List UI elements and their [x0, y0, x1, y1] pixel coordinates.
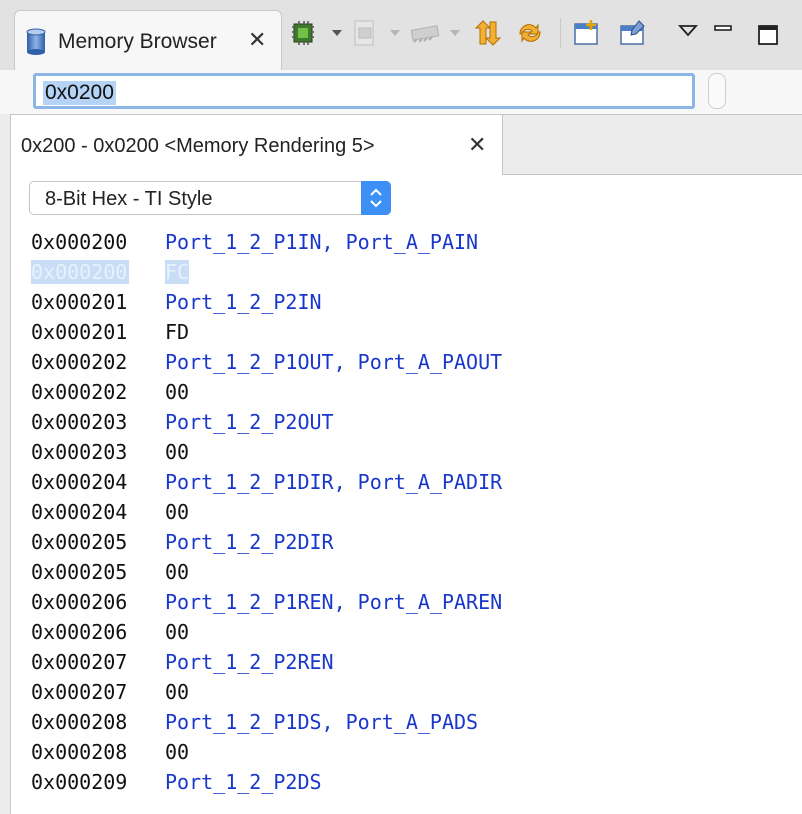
memory-browser-tab[interactable]: Memory Browser ✕: [14, 10, 282, 70]
memory-row-address: 0x000206: [31, 620, 128, 644]
fill-memory-icon: [408, 18, 440, 48]
memory-rendering-tab-label: 0x200 - 0x0200 <Memory Rendering 5>: [21, 135, 375, 157]
memory-row[interactable]: 0x000202 Port_1_2_P1OUT, Port_A_PAOUT: [29, 348, 789, 378]
memory-row[interactable]: 0x000205 00: [29, 558, 789, 588]
memory-row-value: 00: [165, 740, 190, 764]
memory-row-address: 0x000202: [31, 350, 128, 374]
memory-row-label: Port_1_2_P1REN, Port_A_PAREN: [165, 590, 503, 614]
memory-row-label: Port_1_2_P1OUT, Port_A_PAOUT: [165, 350, 503, 374]
memory-row-label: Port_1_2_P2DIR: [165, 530, 334, 554]
close-icon[interactable]: ✕: [468, 132, 487, 157]
memory-row[interactable]: 0x000201 Port_1_2_P2IN: [29, 288, 789, 318]
memory-row[interactable]: 0x000205 Port_1_2_P2DIR: [29, 528, 789, 558]
memory-row-value: 00: [165, 380, 190, 404]
memory-row[interactable]: 0x000202 00: [29, 378, 789, 408]
memory-row-address: 0x000204: [31, 500, 128, 524]
save-memory-icon: [350, 18, 378, 48]
format-select-value: 8-Bit Hex - TI Style: [45, 188, 213, 210]
memory-row[interactable]: 0x000208 00: [29, 738, 789, 768]
memory-row-address: 0x000201: [31, 320, 128, 344]
memory-row-address: 0x000202: [31, 380, 128, 404]
memory-row[interactable]: 0x000203 00: [29, 438, 789, 468]
memory-rendering-tab[interactable]: 0x200 - 0x0200 <Memory Rendering 5> ✕: [11, 115, 503, 175]
memory-row-address: 0x000203: [31, 440, 128, 464]
chevron-down-icon[interactable]: [332, 30, 342, 36]
memory-rendering-panel: 0x200 - 0x0200 <Memory Rendering 5> ✕ 8-…: [10, 114, 802, 814]
memory-row-address: 0x000203: [31, 410, 128, 434]
memory-row[interactable]: 0x000206 Port_1_2_P1REN, Port_A_PAREN: [29, 588, 789, 618]
memory-row-address: 0x000201: [31, 290, 128, 314]
memory-row-value: 00: [165, 560, 190, 584]
memory-row-address: 0x000200: [31, 260, 130, 284]
memory-row-address: 0x000207: [31, 680, 128, 704]
memory-row-address: 0x000205: [31, 530, 128, 554]
memory-row-value: FD: [165, 320, 190, 344]
memory-row-value: 00: [165, 680, 190, 704]
view-menu-icon[interactable]: [678, 18, 706, 48]
memory-row-label: Port_1_2_P2IN: [165, 290, 322, 314]
new-tab-icon[interactable]: [618, 18, 646, 48]
memory-row-address: 0x000207: [31, 650, 128, 674]
import-icon[interactable]: [472, 18, 502, 48]
minimize-icon[interactable]: [712, 18, 740, 48]
memory-row-value: FC: [165, 260, 190, 284]
address-input[interactable]: 0x0200: [33, 73, 695, 109]
view-tab-bar: Memory Browser ✕: [0, 0, 802, 70]
memory-row[interactable]: 0x000200 Port_1_2_P1IN, Port_A_PAIN: [29, 228, 789, 258]
memory-row-label: Port_1_2_P2OUT: [165, 410, 334, 434]
memory-row-label: Port_1_2_P1DIR, Port_A_PADIR: [165, 470, 503, 494]
memory-row-address: 0x000208: [31, 740, 128, 764]
chevron-down-icon: [390, 30, 400, 36]
memory-row-label: Port_1_2_P2REN: [165, 650, 334, 674]
memory-row-label: Port_1_2_P1IN, Port_A_PAIN: [165, 230, 479, 254]
memory-row-address: 0x000205: [31, 560, 128, 584]
memory-row[interactable]: 0x000209 Port_1_2_P2DS: [29, 768, 789, 798]
load-memory-icon[interactable]: [290, 18, 318, 48]
chevron-down-icon: [450, 30, 460, 36]
memory-row-value: 00: [165, 440, 190, 464]
memory-row-address: 0x000208: [31, 710, 128, 734]
memory-row-label: Port_1_2_P1DS, Port_A_PADS: [165, 710, 479, 734]
maximize-icon[interactable]: [756, 18, 784, 48]
format-select[interactable]: 8-Bit Hex - TI Style: [29, 181, 391, 215]
memory-row[interactable]: 0x000204 00: [29, 498, 789, 528]
memory-row[interactable]: 0x000204 Port_1_2_P1DIR, Port_A_PADIR: [29, 468, 789, 498]
memory-row[interactable]: 0x000206 00: [29, 618, 789, 648]
address-input-value: 0x0200: [43, 81, 116, 105]
toolbar-separator: [560, 18, 561, 48]
memory-row-label: Port_1_2_P2DS: [165, 770, 322, 794]
memory-row-address: 0x000209: [31, 770, 128, 794]
memory-row-address: 0x000200: [31, 230, 128, 254]
memory-row[interactable]: 0x000201 FD: [29, 318, 789, 348]
memory-row-value: 00: [165, 620, 190, 644]
memory-browser-tab-label: Memory Browser: [58, 30, 217, 53]
database-icon: [25, 28, 47, 61]
memory-row-address: 0x000204: [31, 470, 128, 494]
close-icon[interactable]: ✕: [248, 27, 267, 52]
memory-row[interactable]: 0x000203 Port_1_2_P2OUT: [29, 408, 789, 438]
rendering-tab-strip: 0x200 - 0x0200 <Memory Rendering 5> ✕: [11, 115, 802, 175]
new-rendering-icon[interactable]: [572, 18, 600, 48]
memory-row[interactable]: 0x000207 Port_1_2_P2REN: [29, 648, 789, 678]
memory-row[interactable]: 0x000208 Port_1_2_P1DS, Port_A_PADS: [29, 708, 789, 738]
memory-row[interactable]: 0x000207 00: [29, 678, 789, 708]
refresh-icon[interactable]: [514, 18, 542, 48]
memory-row[interactable]: 0x000200 FC: [29, 258, 789, 288]
address-scrollbar[interactable]: [708, 73, 726, 109]
select-arrows-icon[interactable]: [361, 181, 391, 215]
memory-row-value: 00: [165, 500, 190, 524]
address-bar: 0x0200: [0, 70, 802, 114]
memory-row-address: 0x000206: [31, 590, 128, 614]
